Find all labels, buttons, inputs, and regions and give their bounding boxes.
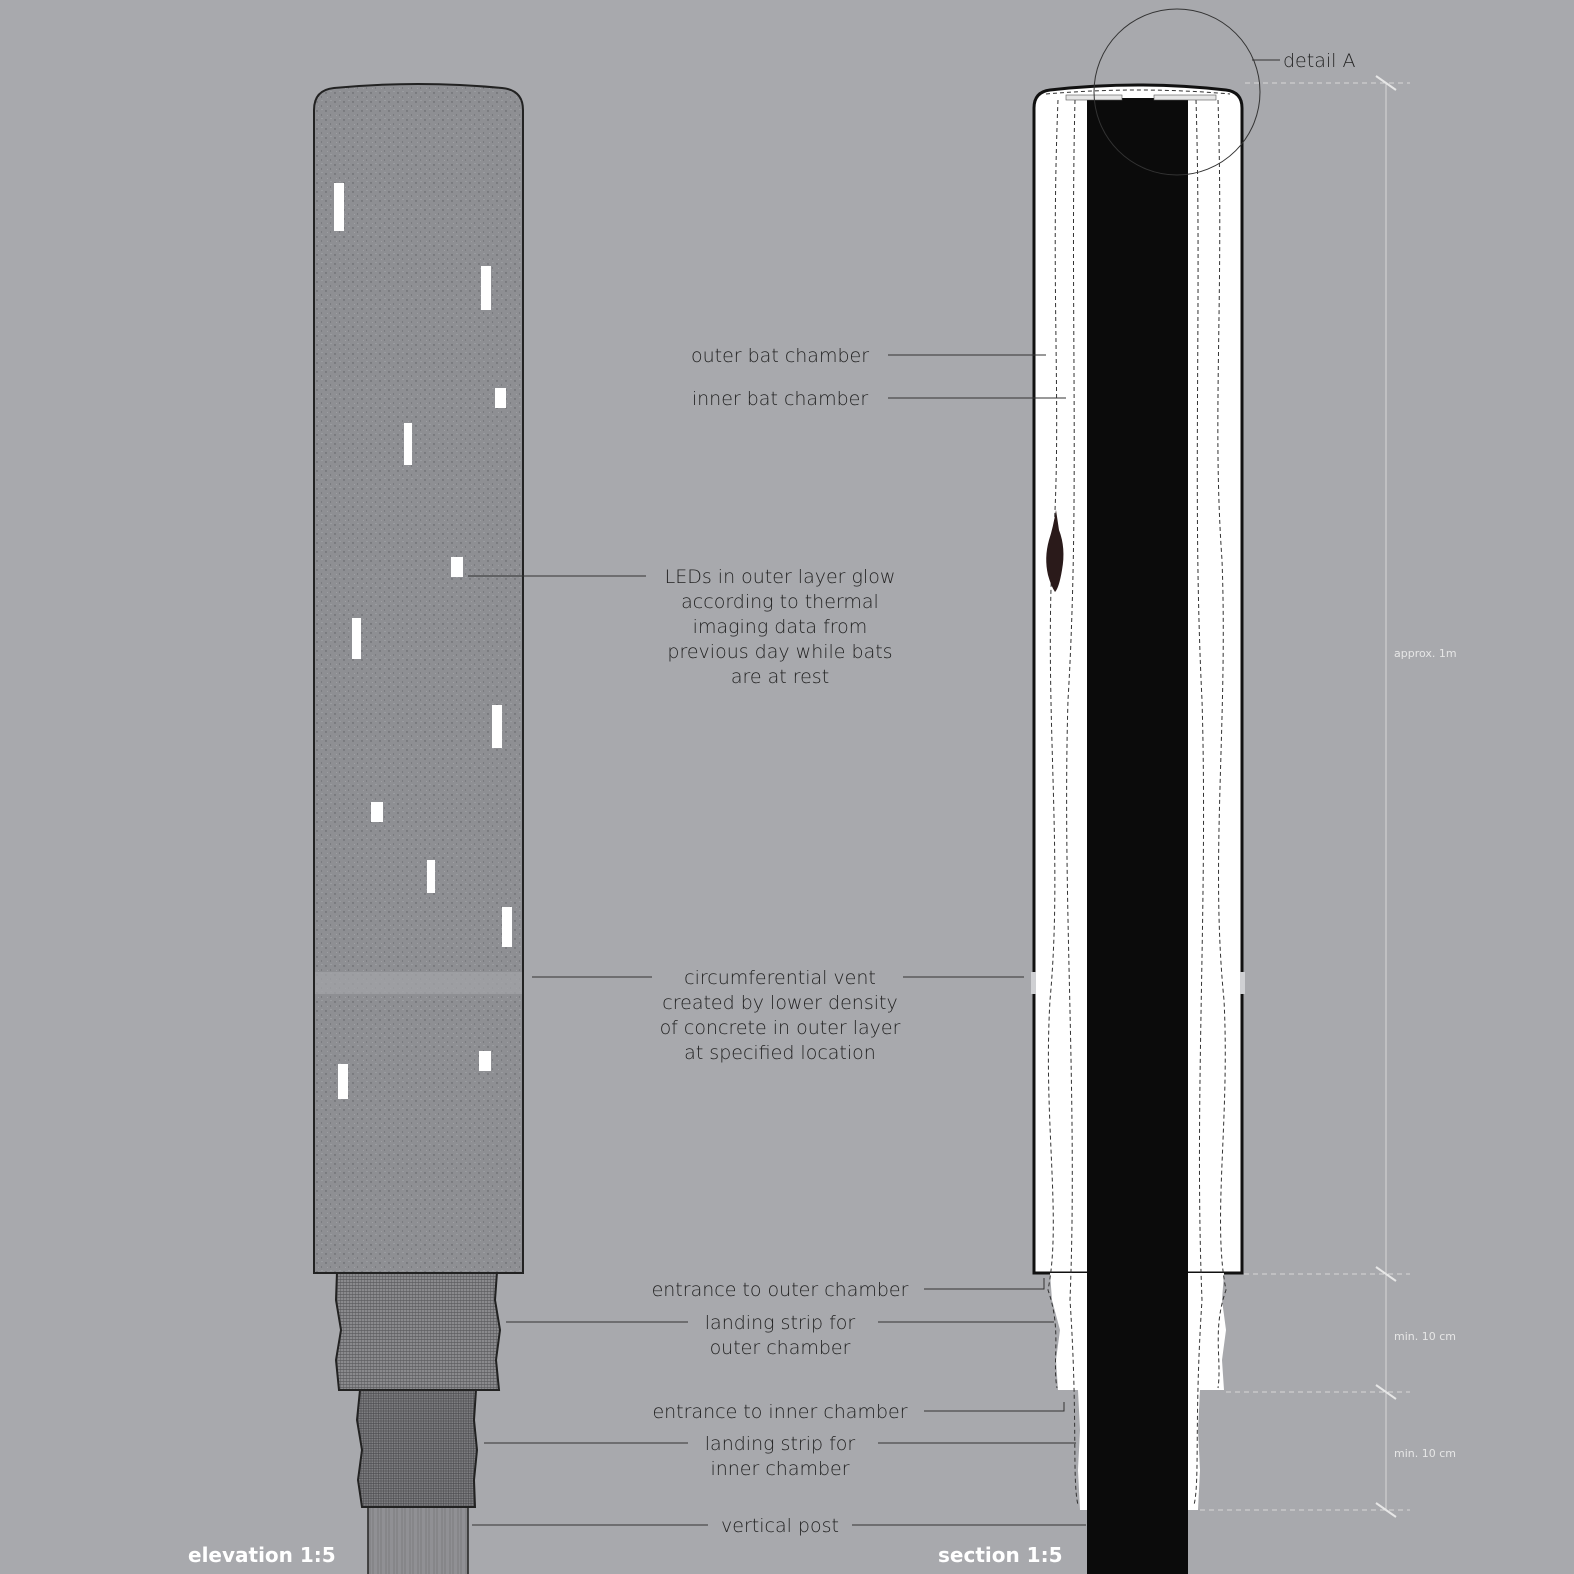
landing-inner-label-line: inner chamber [710,1458,849,1480]
leader-lines [468,59,1280,1526]
vertical-post-label: vertical post [721,1515,839,1537]
elevation-landing-strip-outer [334,1271,502,1391]
dimension-lines [1200,75,1410,1518]
detail-a-circle [1093,8,1261,176]
dimension-main-label: approx. 1m [1394,647,1457,660]
leds-label-line: according to thermal [681,591,879,613]
elevation-post [367,1504,469,1574]
landing-inner-label: landing strip for inner chamber [705,1433,856,1480]
landing-outer-label-line: landing strip for [705,1312,856,1334]
leds-label-line: previous day while bats [667,641,892,663]
inner-bat-chamber-label: inner bat chamber [692,388,868,410]
section-vertical-post [1087,98,1188,1574]
leds-label-line: are at rest [731,666,829,688]
vent-label-line: created by lower density [662,992,897,1014]
leds-label-line: LEDs in outer layer glow [665,566,896,588]
led-light [404,423,412,465]
dimension-segment-1-label: min. 10 cm [1394,1330,1456,1343]
led-light [334,183,344,231]
cap-dashed-line [1045,89,1231,95]
dimension-segment-2-label: min. 10 cm [1394,1447,1456,1460]
cap-element-right [1153,94,1217,101]
led-light [492,705,502,748]
vent-label-line: at specified location [684,1042,876,1064]
elevation-landing-strip-inner [355,1389,479,1508]
outer-chamber-wall-left [1047,99,1059,1389]
leds-label: LEDs in outer layer glow according to th… [665,566,896,688]
entrance-outer-label: entrance to outer chamber [652,1279,909,1301]
elevation-caption: elevation 1:5 [188,1543,336,1567]
vent-label-line: circumferential vent [684,967,876,989]
section-vent-right [1240,972,1245,994]
elevation-view [313,83,524,1574]
entrance-inner-label: entrance to inner chamber [652,1401,907,1423]
detail-a-label: detail A [1283,50,1355,72]
landing-inner-label-line: landing strip for [705,1433,856,1455]
inner-chamber-wall-left [1066,99,1079,1506]
vent-label: circumferential vent created by lower de… [660,967,901,1064]
section-caption: section 1:5 [938,1543,1063,1567]
led-light [502,907,512,947]
led-light [495,388,506,408]
elevation-vent-band [315,972,522,994]
led-light [371,802,383,822]
outer-chamber-wall-right [1217,99,1227,1389]
inner-chamber-wall-right [1193,99,1205,1506]
section-vent-left [1031,972,1036,994]
led-light [451,557,463,577]
led-light [352,618,361,659]
led-group [334,183,512,1099]
led-light [427,860,435,893]
landing-outer-label-line: outer chamber [710,1337,851,1359]
leds-label-line: imaging data from [693,616,868,638]
led-light [479,1051,491,1071]
section-view [1031,8,1261,1574]
led-light [481,266,491,310]
landing-outer-label: landing strip for outer chamber [705,1312,856,1359]
vent-label-line: of concrete in outer layer [660,1017,901,1039]
led-light [338,1064,348,1099]
outer-bat-chamber-label: outer bat chamber [691,345,869,367]
bat-silhouette [1046,510,1064,592]
